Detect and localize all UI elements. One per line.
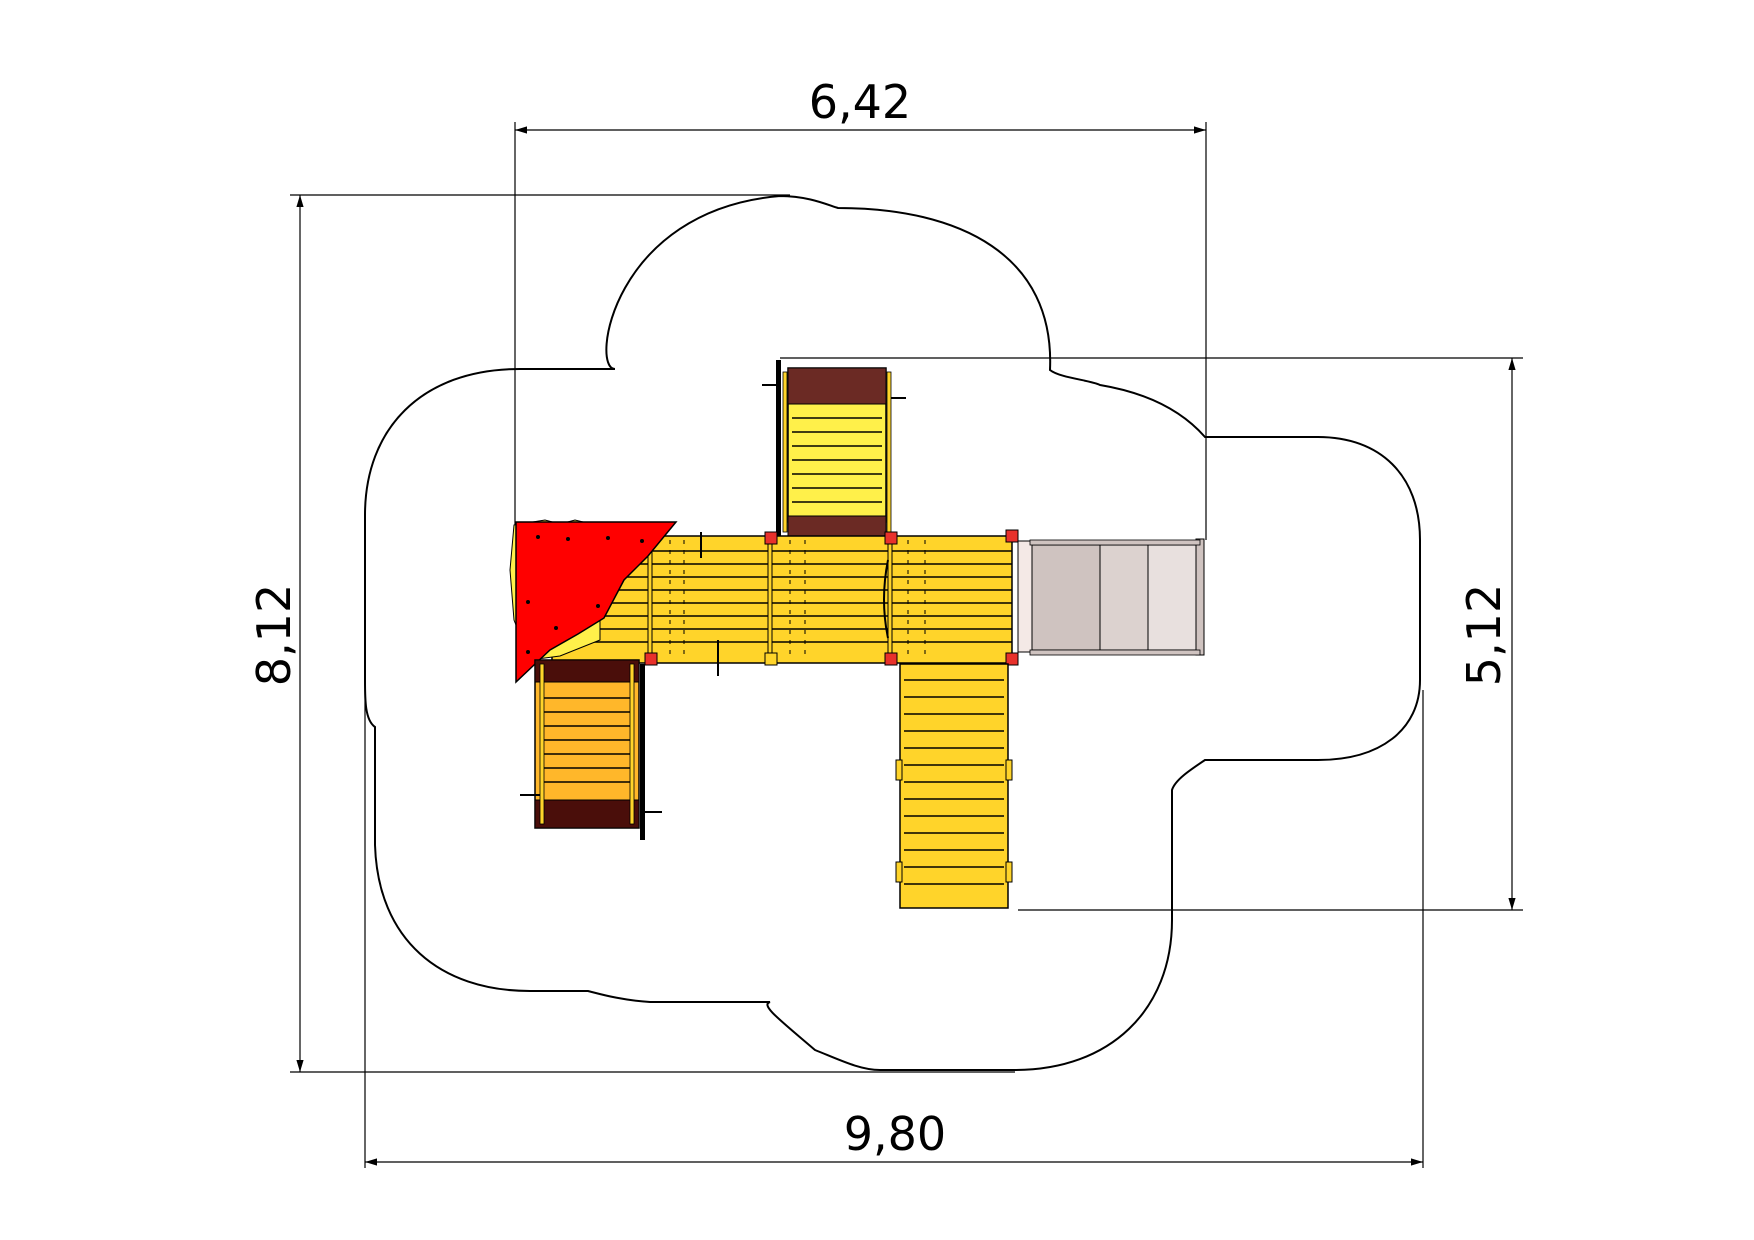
post: [884, 652, 898, 666]
slide: [1017, 538, 1205, 656]
post: [1005, 529, 1019, 543]
safety-zone-outline: [364, 194, 1421, 1071]
post: [764, 652, 778, 666]
dim-left-label: 8,12: [247, 584, 301, 686]
roof-canopy: [509, 519, 678, 684]
deck-planks: [552, 550, 1012, 643]
post: [1005, 652, 1019, 666]
dim-top-label: 6,42: [809, 75, 911, 129]
ramp-planks: [904, 679, 1004, 885]
post: [884, 531, 898, 545]
top-ladder-rungs: [792, 417, 882, 503]
dim-right-label: 5,12: [1457, 584, 1511, 686]
lower-left-ladder: [520, 659, 662, 840]
lower-left-rungs: [540, 697, 634, 783]
dim-bottom-label: 9,80: [844, 1107, 946, 1161]
lower-right-ramp: [895, 663, 1013, 909]
post: [764, 531, 778, 545]
posts: [644, 529, 1019, 666]
top-ladder: [762, 360, 906, 540]
post: [644, 652, 658, 666]
